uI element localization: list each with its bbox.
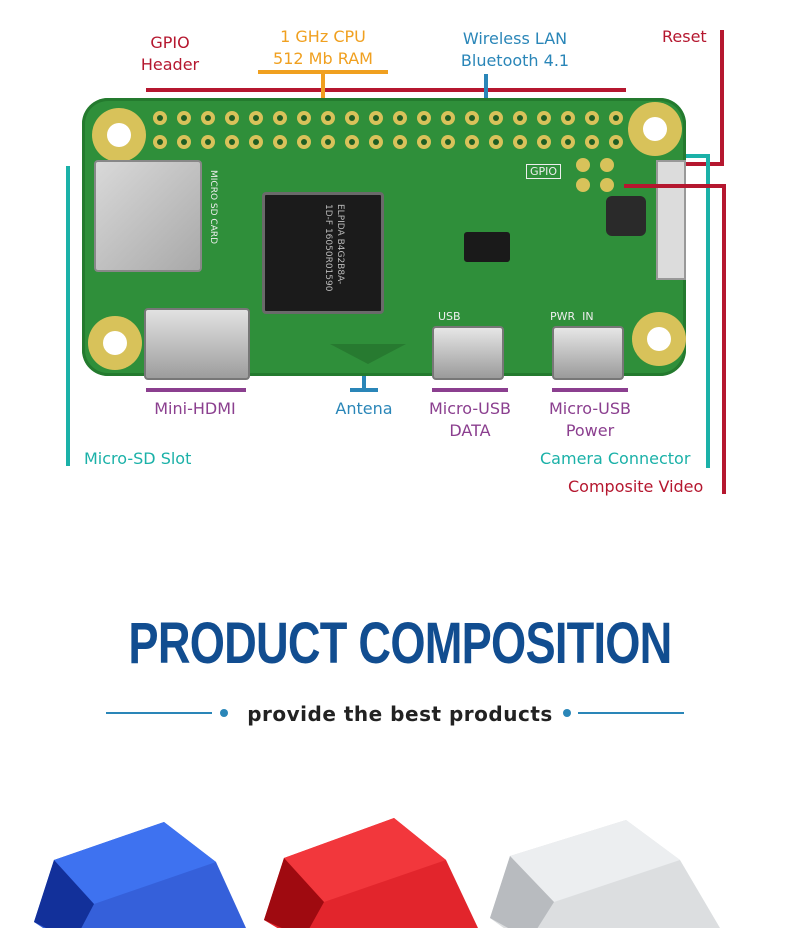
micro-usb-power-label-line1: Micro-USB: [549, 399, 631, 418]
wireless-label-line2: Bluetooth 4.1: [460, 51, 570, 70]
case-clear: [490, 820, 720, 928]
antena-label: Antena: [335, 399, 393, 418]
cpu-bar: [258, 70, 388, 74]
board-diagram: GPIO Header 1 GHz CPU 512 Mb RAM Wireles…: [66, 26, 726, 496]
micro-usb-data-label: Micro-USB DATA: [410, 398, 530, 442]
antena-bar: [350, 388, 378, 392]
usb-silkscreen: USB: [438, 310, 461, 323]
divider-dot-left: [220, 709, 228, 717]
gpio-header-label: GPIO Header: [130, 32, 210, 76]
mini-hdmi-port: [144, 308, 250, 380]
micro-usb-data-port: [432, 326, 504, 380]
divider-dot-right: [563, 709, 571, 717]
inductor-component: [606, 196, 646, 236]
wireless-chip: [464, 232, 510, 262]
reset-leader-v: [720, 30, 724, 166]
cpu-label: 1 GHz CPU 512 Mb RAM: [258, 26, 388, 70]
mini-hdmi-label: Mini-HDMI: [154, 399, 236, 418]
micro-usb-data-label-line2: DATA: [449, 421, 491, 440]
antena-leader: [362, 376, 366, 390]
composite-video-label: Composite Video: [568, 477, 704, 496]
case-red-shape: [264, 818, 478, 928]
wireless-label-line1: Wireless LAN: [462, 29, 568, 48]
reset-label: Reset: [662, 27, 707, 46]
gpio-header-bar: [146, 88, 626, 92]
pwr-in-silkscreen: PWR IN: [550, 310, 594, 323]
micro-sd-slot-component: [94, 160, 202, 272]
camera-connector-component: [656, 160, 686, 280]
gpio-header-label-line1: GPIO: [150, 33, 190, 52]
micro-usb-data-label-line1: Micro-USB: [429, 399, 511, 418]
micro-sd-card-silkscreen: MICRO SD CARD: [208, 170, 218, 245]
section-heading: PRODUCT COMPOSITION: [128, 611, 672, 676]
mount-hole-bottom-left: [88, 316, 142, 370]
divider-left: [106, 712, 212, 714]
gpio-pads: [153, 111, 623, 149]
micro-sd-slot-label: Micro-SD Slot: [84, 449, 192, 468]
cpu-label-line1: 1 GHz CPU: [280, 27, 366, 46]
camera-connector-label: Camera Connector: [540, 449, 691, 468]
cpu-chip-text: ELPIDA B4G2B8A-1D-F 16050R01590: [323, 204, 345, 292]
composite-leader-h: [624, 184, 726, 188]
micro-usb-power-label-line2: Power: [565, 421, 615, 440]
mount-hole-bottom-right: [632, 312, 686, 366]
composite-leader-v: [722, 184, 726, 494]
micro-sd-leader: [66, 166, 70, 466]
section-subheading: provide the best products: [247, 702, 553, 726]
micro-usb-power-bar: [552, 388, 628, 392]
case-red: [264, 818, 478, 928]
gpio-silkscreen: GPIO: [526, 164, 562, 179]
camera-leader-v: [706, 154, 710, 468]
micro-usb-power-label: Micro-USB Power: [528, 398, 652, 442]
composite-pads: [576, 158, 626, 194]
mount-hole-top-left: [92, 108, 146, 162]
wireless-label: Wireless LAN Bluetooth 4.1: [448, 28, 582, 72]
gpio-header-label-line2: Header: [140, 55, 200, 74]
mini-hdmi-bar: [146, 388, 246, 392]
micro-usb-data-bar: [432, 388, 508, 392]
case-clear-shape: [490, 820, 720, 928]
case-blue: [34, 822, 246, 928]
case-blue-shape: [34, 822, 246, 928]
cpu-label-line2: 512 Mb RAM: [273, 49, 373, 68]
camera-leader-h: [686, 154, 710, 158]
divider-right: [578, 712, 684, 714]
micro-usb-power-port: [552, 326, 624, 380]
cpu-chip: [262, 192, 384, 314]
mount-hole-top-right: [628, 102, 682, 156]
